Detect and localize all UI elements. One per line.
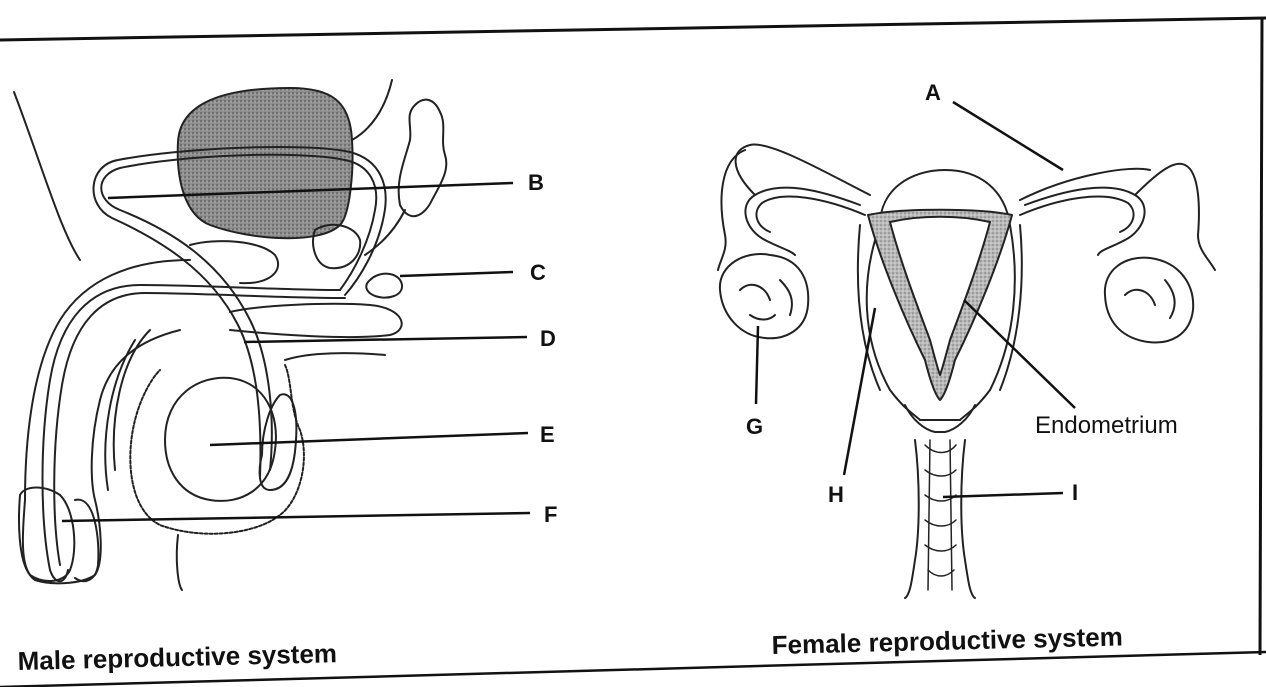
label-e: E <box>540 424 555 446</box>
label-b: B <box>528 172 544 194</box>
leader-h <box>844 308 875 475</box>
body-outline <box>14 92 80 260</box>
caption-male: Male reproductive system <box>17 640 337 674</box>
bladder <box>178 88 353 238</box>
label-c: C <box>530 262 546 284</box>
label-endometrium: Endometrium <box>1035 414 1178 438</box>
glans <box>19 488 74 582</box>
leader-g <box>756 326 758 404</box>
label-a: A <box>925 82 941 104</box>
female-system-drawing <box>718 145 1215 598</box>
ovary-left <box>720 254 808 338</box>
label-g: G <box>746 416 763 438</box>
label-i: I <box>1072 482 1078 504</box>
seminal-vesicle <box>399 100 447 217</box>
ovary-right <box>1105 258 1193 343</box>
leader-a <box>953 102 1063 170</box>
penis <box>23 260 190 583</box>
label-f: F <box>544 504 557 526</box>
scrotum <box>130 365 304 534</box>
leader-f <box>62 513 530 521</box>
vagina <box>905 440 975 598</box>
leader-d <box>244 337 527 342</box>
leader-c <box>400 272 513 276</box>
cervix <box>905 405 975 432</box>
male-system-drawing <box>14 80 446 590</box>
label-h: H <box>828 484 844 506</box>
label-d: D <box>540 328 556 350</box>
leader-e <box>210 433 528 445</box>
